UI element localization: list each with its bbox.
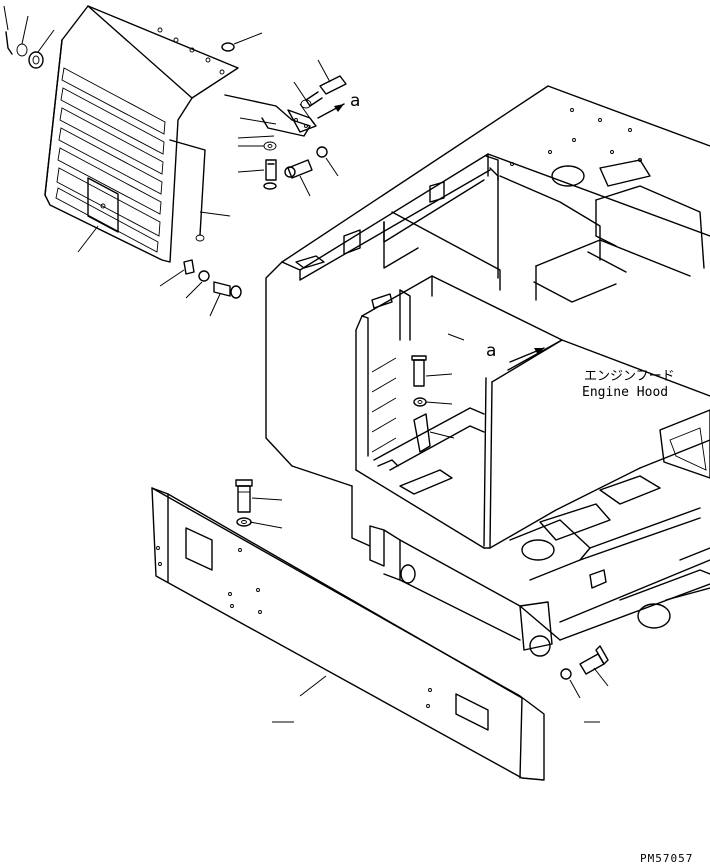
frame-port-left	[521, 539, 555, 561]
bay-bolt-icon	[413, 359, 425, 387]
deck-holes	[510, 108, 642, 166]
deck-hatch	[599, 159, 651, 187]
nameplate-hole	[100, 203, 106, 209]
front-bracket	[369, 525, 385, 567]
hinge-bolt	[293, 59, 347, 125]
bumper-holes	[156, 546, 432, 708]
rear-bracket	[519, 601, 553, 651]
bumper-bolt	[235, 479, 283, 529]
pin-icon	[5, 31, 13, 55]
cover-lower-hardware	[77, 211, 242, 317]
hinge-bracket	[224, 94, 317, 137]
front-bumper	[151, 487, 545, 781]
cover-stay-rod	[169, 139, 206, 236]
bay-washer-icon	[413, 397, 427, 407]
bumper-slot-right	[455, 693, 489, 731]
deck-opening	[551, 165, 585, 187]
cover-holes	[157, 27, 225, 75]
frame-port-right	[637, 603, 671, 629]
view-label-mid: a	[486, 341, 496, 361]
mounting-bolts	[237, 117, 339, 197]
view-arrow-mid: a	[486, 341, 545, 363]
grille-nameplate	[87, 177, 119, 233]
engine-hood-label-jp: エンジンフード	[584, 369, 675, 384]
tow-hook-left	[400, 564, 416, 584]
drawing-number: PM57057	[640, 852, 693, 865]
view-label-top: a	[350, 91, 360, 111]
engine-bay-opening	[361, 275, 563, 371]
bumper-slot-left	[185, 527, 213, 571]
nut-icon	[28, 51, 44, 69]
view-arrow-top: a	[317, 91, 360, 119]
grille-louvres	[55, 67, 166, 253]
engine-hood-label-en: Engine Hood	[582, 385, 668, 400]
tow-hook-right	[529, 635, 551, 657]
rubber-cap-icon	[221, 42, 235, 52]
rear-bolt	[560, 645, 609, 699]
bay-bracket-icon	[413, 413, 431, 453]
radiator-grille-cover	[44, 5, 239, 263]
top-left-fasteners	[3, 5, 55, 69]
inner-wall-louvres	[371, 357, 397, 453]
engine-hood-frame: a	[265, 85, 710, 657]
washer-icon	[16, 43, 28, 57]
